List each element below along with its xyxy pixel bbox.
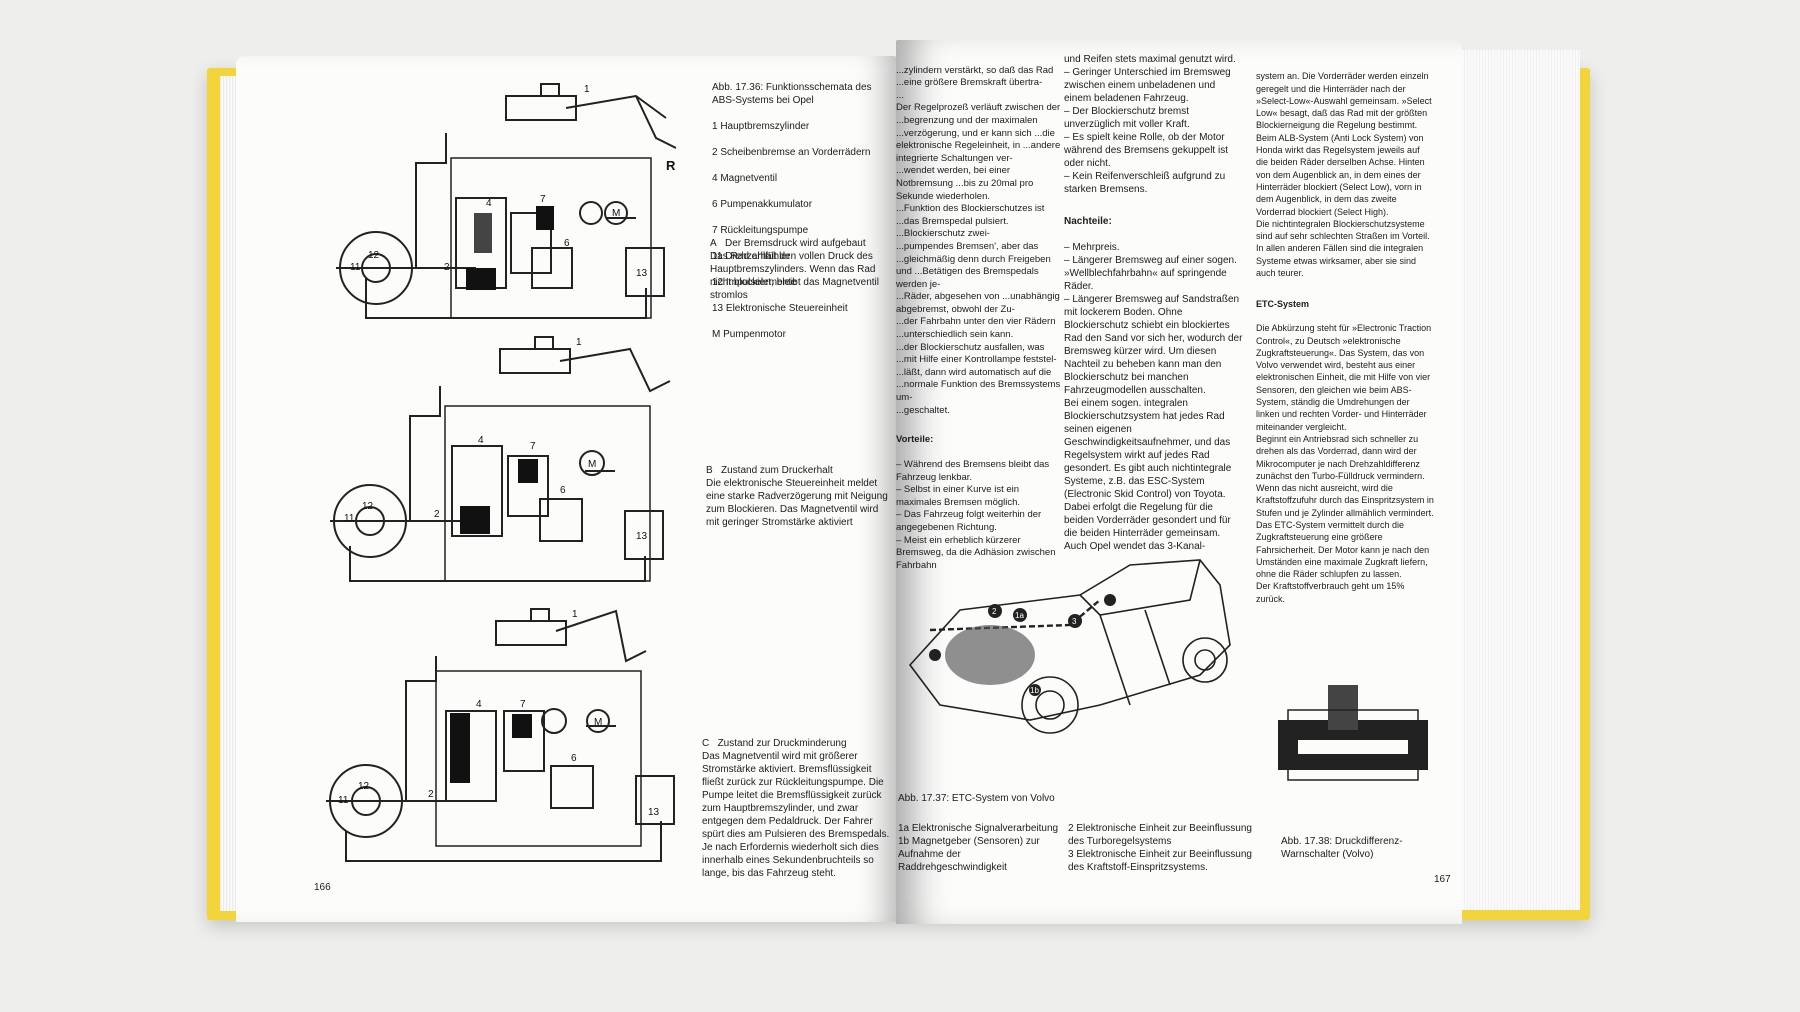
nachteile-list: – Mehrpreis. – Längerer Bremsweg auf ein…	[1064, 242, 1243, 552]
label-6-b: 6	[560, 485, 566, 496]
car-label-3: 3	[1072, 617, 1077, 626]
state-a-body: Das Rad erhält den vollen Druck des Haup…	[710, 251, 879, 301]
right-column-2-body: und Reifen stets maximal genutzt wird. –…	[1064, 54, 1236, 195]
label-12-b: 12	[362, 501, 374, 512]
figure-17-36-legend-3: 4 Magnetventil	[712, 173, 778, 184]
state-c-text: C Zustand zur Druckminderung Das Magnetv…	[702, 724, 892, 893]
page-number-right: 167	[1434, 874, 1451, 885]
label-m-c: M	[594, 717, 602, 728]
label-13-b: 13	[636, 531, 648, 542]
right-column-1: ...zylindern verstärkt, so daß das Rad .…	[896, 52, 1062, 585]
car-label-2: 2	[992, 607, 997, 616]
state-c-label: C	[702, 738, 710, 749]
right-column-3-body: system an. Die Vorderräder werden einzel…	[1256, 71, 1432, 279]
label-11-b: 11	[344, 513, 355, 524]
car-label-1b: 1b	[1030, 686, 1039, 695]
abs-diagram-a: 1 2 4 6 7 11 12 13 M R	[336, 78, 716, 348]
figure-17-36-title: Abb. 17.36: Funktionsschemata des ABS-Sy…	[712, 82, 872, 106]
etc-system-heading: ETC-System	[1256, 298, 1310, 309]
label-7-c: 7	[520, 699, 526, 710]
label-2-c: 2	[428, 789, 434, 800]
figure-17-36-legend-4: 6 Pumpenakkumulator	[712, 199, 813, 210]
figure-17-38-caption: Abb. 17.38: Druckdifferenz-Warnschalter …	[1281, 836, 1403, 860]
label-13: 13	[636, 268, 648, 279]
state-b-body: Die elektronische Steuereinheit meldet e…	[706, 478, 888, 528]
state-c-body: Das Magnetventil wird mit größerer Strom…	[702, 751, 890, 879]
left-page: 1 2 4 6 7 11 12 13 M R	[236, 56, 896, 922]
figure-17-37-legend-right: 2 Elektronische Einheit zur Beeinflussun…	[1068, 823, 1252, 873]
nachteile-heading: Nachteile:	[1064, 216, 1112, 227]
label-4-c: 4	[476, 699, 482, 710]
label-6-c: 6	[571, 753, 577, 764]
figure-17-36-legend-6: 11 Drehzahlfühler	[712, 251, 791, 262]
label-7: 7	[540, 194, 546, 205]
label-11-c: 11	[338, 795, 349, 806]
page-number-left: 166	[314, 882, 331, 893]
vorteile-list: – Während des Bremsens bleibt das Fahrze…	[896, 459, 1056, 571]
abs-diagram-c: 1 2 4 6 7 11 12 13 M	[316, 601, 696, 901]
label-12: 12	[368, 250, 380, 261]
right-page: ...zylindern verstärkt, so daß das Rad .…	[896, 40, 1462, 924]
label-11: 11	[350, 262, 361, 273]
label-1-c: 1	[572, 609, 578, 620]
label-2: 2	[444, 262, 450, 273]
figure-17-36-legend-9: M Pumpenmotor	[712, 329, 786, 340]
state-b-text: B Zustand zum Druckerhalt Die elektronis…	[706, 451, 891, 542]
label-m: M	[612, 208, 620, 219]
state-a-title: Der Bremsdruck wird aufgebaut	[725, 238, 866, 249]
label-2-b: 2	[434, 509, 440, 520]
state-a-text: A Der Bremsdruck wird aufgebaut Das Rad …	[710, 224, 890, 315]
figure-17-36-legend-8: 13 Elektronische Steuereinheit	[712, 303, 848, 314]
label-7-b: 7	[530, 441, 536, 452]
label-1-b: 1	[576, 337, 582, 348]
right-column-2: und Reifen stets maximal genutzt wird. –…	[1064, 40, 1244, 566]
figure-17-37-legend-left: 1a Elektronische Signalverarbeitung 1b M…	[898, 823, 1059, 873]
figure-17-36-caption: Abb. 17.36: Funktionsschemata des ABS-Sy…	[712, 68, 892, 354]
label-1: 1	[584, 84, 590, 95]
label-13-c: 13	[648, 807, 660, 818]
state-b-title: Zustand zum Druckerhalt	[721, 465, 833, 476]
label-12-c: 12	[358, 781, 370, 792]
state-a-label: A	[710, 238, 717, 249]
figure-17-37-caption: Abb. 17.37: ETC-System von Volvo	[898, 793, 1055, 804]
figure-17-36-legend-5: 7 Rückleitungspumpe	[712, 225, 809, 236]
figure-17-36-legend-7: 12 Impulselemente	[712, 277, 797, 288]
right-column-1-body: ...zylindern verstärkt, so daß das Rad .…	[896, 64, 1061, 416]
page-edges-right	[1450, 50, 1580, 910]
label-4-b: 4	[478, 435, 484, 446]
label-4: 4	[486, 198, 492, 209]
volvo-car-illustration: 2 1a 3 1b	[900, 555, 1240, 785]
car-label-1a: 1a	[1015, 611, 1024, 620]
figure-17-36-legend-2: 2 Scheibenbremse an Vorderrädern	[712, 147, 871, 158]
abs-diagram-b: 1 2 4 6 7 11 12 13 M	[330, 331, 710, 611]
label-m-b: M	[588, 459, 596, 470]
etc-system-text: Die Abkürzung steht für »Electronic Trac…	[1256, 323, 1434, 604]
label-r: R	[666, 158, 676, 173]
right-column-3: system an. Die Vorderräder werden einzel…	[1256, 58, 1434, 617]
state-c-title: Zustand zur Druckminderung	[717, 738, 847, 749]
label-6: 6	[564, 238, 570, 249]
state-b-label: B	[706, 465, 713, 476]
pressure-switch-illustration	[1278, 680, 1428, 810]
vorteile-heading: Vorteile:	[896, 433, 934, 445]
figure-17-36-legend-1: 1 Hauptbremszylinder	[712, 121, 810, 132]
